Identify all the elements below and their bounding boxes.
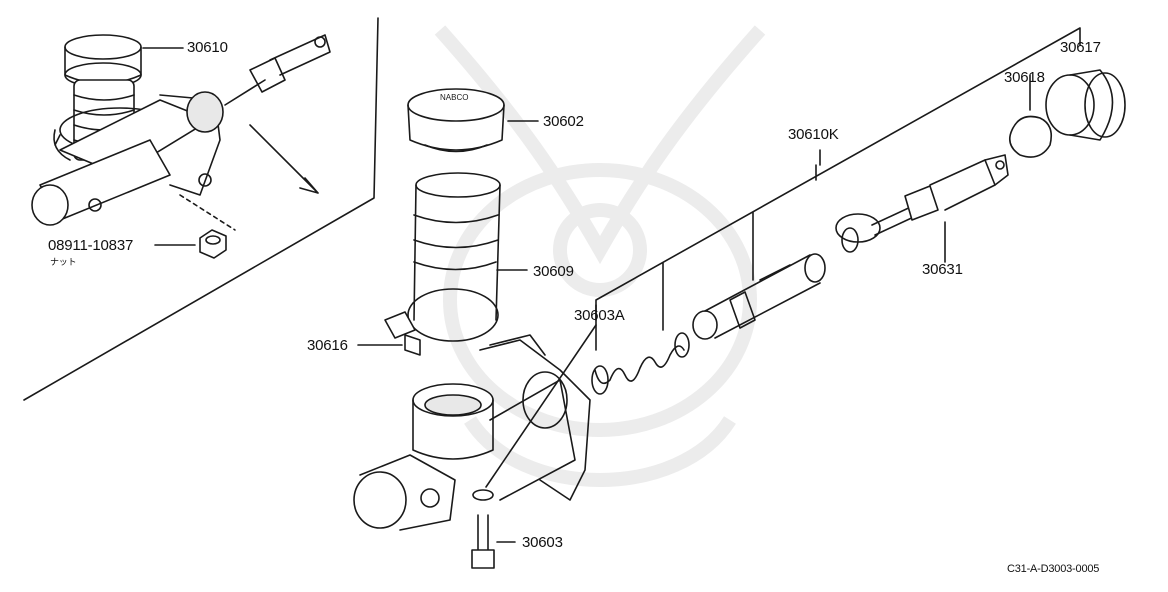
- label-30616: 30616: [307, 337, 348, 354]
- label-30610: 30610: [187, 39, 228, 56]
- nut-part: [199, 229, 227, 259]
- diagram-code: C31-A-D3003-0005: [1007, 563, 1100, 575]
- direction-arrow: [249, 124, 319, 194]
- reservoir-cap: NABCO: [407, 88, 505, 153]
- label-30618: 30618: [1004, 69, 1045, 86]
- label-08911-10837: 08911-10837: [48, 237, 134, 254]
- push-rod: [835, 154, 1009, 253]
- label-30603a: 30603A: [574, 307, 625, 324]
- return-spring: [591, 332, 690, 395]
- label-30609: 30609: [533, 263, 574, 280]
- label-nut-japanese: ナット: [50, 257, 77, 267]
- label-30610k: 30610K: [788, 126, 839, 143]
- inset-assembly: [31, 34, 331, 226]
- bolt-part: [471, 489, 495, 569]
- label-30602: 30602: [543, 113, 584, 130]
- label-30603: 30603: [522, 534, 563, 551]
- svg-text:NABCO: NABCO: [440, 93, 468, 102]
- piston: [692, 253, 826, 340]
- master-cylinder-body: [353, 334, 591, 531]
- dust-boot: [1045, 69, 1126, 141]
- inset-frame: [23, 17, 379, 401]
- clamp: [384, 288, 499, 356]
- label-30631: 30631: [922, 261, 963, 278]
- label-30617: 30617: [1060, 39, 1101, 56]
- snap-ring: [1009, 115, 1053, 158]
- reservoir: [413, 172, 501, 321]
